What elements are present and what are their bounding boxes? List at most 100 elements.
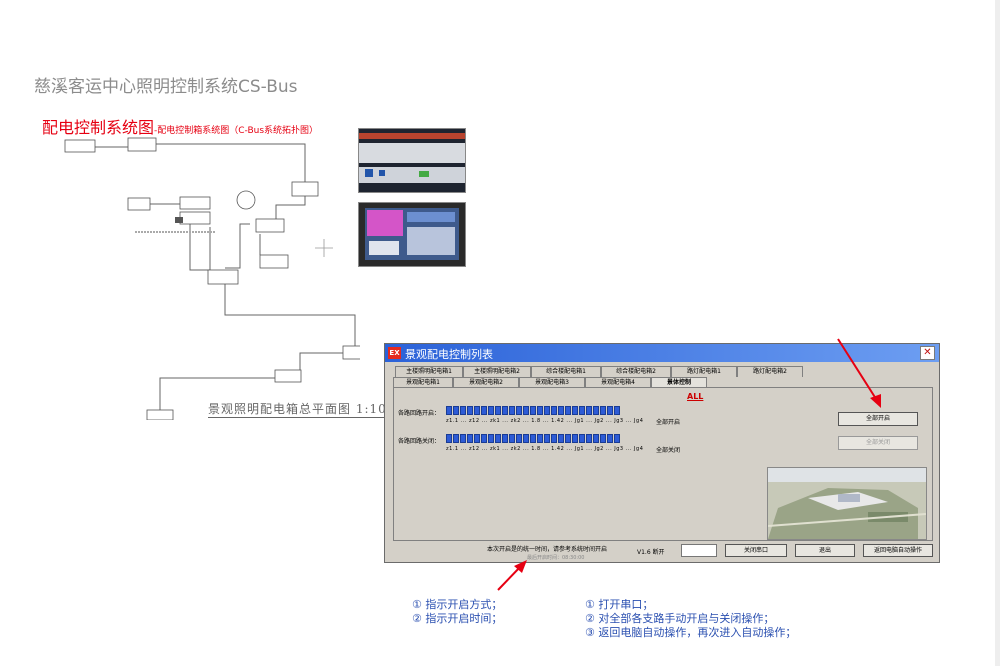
arrow-to-all-on bbox=[837, 338, 879, 403]
circuit-cell[interactable] bbox=[460, 434, 466, 443]
circuit-cell[interactable] bbox=[495, 406, 501, 415]
circuit-cell[interactable] bbox=[614, 406, 620, 415]
row-off-action: 全部关闭 bbox=[656, 447, 681, 454]
circuit-cell[interactable] bbox=[460, 406, 466, 415]
window-titlebar[interactable]: EX 景观配电控制列表 ✕ bbox=[385, 344, 939, 362]
circuit-cell[interactable] bbox=[558, 406, 564, 415]
circuit-cell[interactable] bbox=[467, 434, 473, 443]
exit-button[interactable]: 退出 bbox=[795, 544, 855, 557]
circuit-cell[interactable] bbox=[607, 406, 613, 415]
circuit-cell[interactable] bbox=[453, 434, 459, 443]
tab-main-building-1[interactable]: 主楼照明配电箱1 bbox=[395, 366, 463, 377]
circuit-cell[interactable] bbox=[551, 434, 557, 443]
circuit-cell[interactable] bbox=[509, 406, 515, 415]
circuit-cell[interactable] bbox=[537, 434, 543, 443]
row-on-label: 各路回路开启： bbox=[398, 410, 441, 417]
tab-landscape-4[interactable]: 景观配电箱4 bbox=[585, 377, 651, 388]
off-tick-labels: z1.1 ... z12 ... zk1 ... zk2 ... 1.8 ...… bbox=[446, 446, 644, 452]
circuit-cell[interactable] bbox=[614, 434, 620, 443]
circuit-cell[interactable] bbox=[474, 434, 480, 443]
all-on-button[interactable]: 全部开启 bbox=[838, 412, 918, 426]
all-off-button[interactable]: 全部关闭 bbox=[838, 436, 918, 450]
circuit-cell[interactable] bbox=[607, 434, 613, 443]
status-message: 本次开启是的统一时间，请参考系统时间开启 bbox=[487, 546, 608, 553]
row-off-label: 各路回路关闭： bbox=[398, 438, 441, 445]
circuit-cell[interactable] bbox=[446, 434, 452, 443]
circuit-cell[interactable] bbox=[593, 434, 599, 443]
circuit-cell[interactable] bbox=[586, 406, 592, 415]
circuit-cell[interactable] bbox=[467, 406, 473, 415]
circuit-cell[interactable] bbox=[558, 434, 564, 443]
circuit-cell[interactable] bbox=[544, 406, 550, 415]
legend-left-1: ① 指示开启方式； bbox=[412, 598, 503, 611]
circuit-cell[interactable] bbox=[530, 434, 536, 443]
all-label: ALL bbox=[687, 392, 704, 401]
tab-overall-control[interactable]: 景体控制 bbox=[651, 377, 707, 388]
site-aerial-image bbox=[767, 467, 927, 540]
diagram-title: 配电控制系统图-配电控制箱系统图（C-Bus系统拓扑图） bbox=[42, 114, 318, 138]
page-title: 慈溪客运中心照明控制系统CS-Bus bbox=[34, 77, 298, 97]
circuit-cell[interactable] bbox=[523, 434, 529, 443]
cabinet-photo-svg bbox=[359, 129, 465, 192]
circuit-cell[interactable] bbox=[572, 406, 578, 415]
tab-complex-2[interactable]: 综合楼配电箱2 bbox=[601, 366, 671, 377]
legend-right-3: ③ 返回电脑自动操作，再次进入自动操作； bbox=[585, 626, 797, 639]
circuit-cell[interactable] bbox=[488, 406, 494, 415]
circuit-cell[interactable] bbox=[509, 434, 515, 443]
close-port-button[interactable]: 关闭串口 bbox=[725, 544, 787, 557]
circuit-cell[interactable] bbox=[495, 434, 501, 443]
circuit-cell[interactable] bbox=[516, 434, 522, 443]
circuit-cell[interactable] bbox=[446, 406, 452, 415]
circuit-cell[interactable] bbox=[502, 406, 508, 415]
control-window: EX 景观配电控制列表 ✕ 主楼照明配电箱1 主楼照明配电箱2 综合楼配电箱1 … bbox=[384, 343, 940, 563]
circuit-cell[interactable] bbox=[516, 406, 522, 415]
close-button[interactable]: ✕ bbox=[920, 346, 935, 360]
touchscreen-photo bbox=[358, 202, 466, 267]
circuit-cell[interactable] bbox=[523, 406, 529, 415]
return-auto-button[interactable]: 返回电脑自动操作 bbox=[863, 544, 933, 557]
row-on-action: 全部开启 bbox=[656, 419, 681, 426]
app-icon: EX bbox=[388, 347, 401, 359]
circuit-cell[interactable] bbox=[502, 434, 508, 443]
diagram-title-main: 配电控制系统图 bbox=[42, 118, 155, 137]
tab-landscape-2[interactable]: 景观配电箱2 bbox=[453, 377, 519, 388]
tab-street-light-2[interactable]: 路灯配电箱2 bbox=[737, 366, 803, 377]
legend-right-2: ② 对全部各支路手动开启与关闭操作； bbox=[585, 612, 775, 625]
circuit-cell[interactable] bbox=[572, 434, 578, 443]
circuit-cell[interactable] bbox=[481, 406, 487, 415]
circuit-cell[interactable] bbox=[579, 406, 585, 415]
tab-landscape-3[interactable]: 景观配电箱3 bbox=[519, 377, 585, 388]
circuit-cell[interactable] bbox=[481, 434, 487, 443]
arrow-head-1 bbox=[870, 394, 881, 408]
diagram-subtitle: -配电控制箱系统图（C-Bus系统拓扑图） bbox=[154, 126, 319, 136]
touchscreen-photo-svg bbox=[359, 203, 465, 266]
port-field[interactable] bbox=[681, 544, 717, 557]
circuit-cell[interactable] bbox=[544, 434, 550, 443]
circuit-cell[interactable] bbox=[474, 406, 480, 415]
circuit-cell[interactable] bbox=[565, 434, 571, 443]
circuit-cell[interactable] bbox=[488, 434, 494, 443]
tab-main-building-2[interactable]: 主楼照明配电箱2 bbox=[463, 366, 531, 377]
circuit-cell[interactable] bbox=[600, 406, 606, 415]
circuit-cell[interactable] bbox=[579, 434, 585, 443]
circuit-cell[interactable] bbox=[600, 434, 606, 443]
plan-title: 景观照明配电箱总平面图 1:1000 bbox=[208, 402, 405, 418]
off-circuit-bar bbox=[446, 434, 620, 443]
cabinet-photo bbox=[358, 128, 466, 193]
circuit-cell[interactable] bbox=[565, 406, 571, 415]
site-aerial-svg bbox=[768, 468, 926, 539]
tab-complex-1[interactable]: 综合楼配电箱1 bbox=[531, 366, 601, 377]
tab-street-light-1[interactable]: 路灯配电箱1 bbox=[671, 366, 737, 377]
circuit-cell[interactable] bbox=[530, 406, 536, 415]
arrow-head-2 bbox=[514, 560, 527, 573]
circuit-cell[interactable] bbox=[586, 434, 592, 443]
circuit-cell[interactable] bbox=[551, 406, 557, 415]
legend-right-1: ① 打开串口； bbox=[585, 598, 654, 611]
circuit-cell[interactable] bbox=[593, 406, 599, 415]
legend-left-2: ② 指示开启时间； bbox=[412, 612, 503, 625]
circuit-cell[interactable] bbox=[537, 406, 543, 415]
circuit-cell[interactable] bbox=[453, 406, 459, 415]
tab-landscape-1[interactable]: 景观配电箱1 bbox=[393, 377, 453, 388]
version-label: V1.6 断开 bbox=[637, 549, 665, 556]
